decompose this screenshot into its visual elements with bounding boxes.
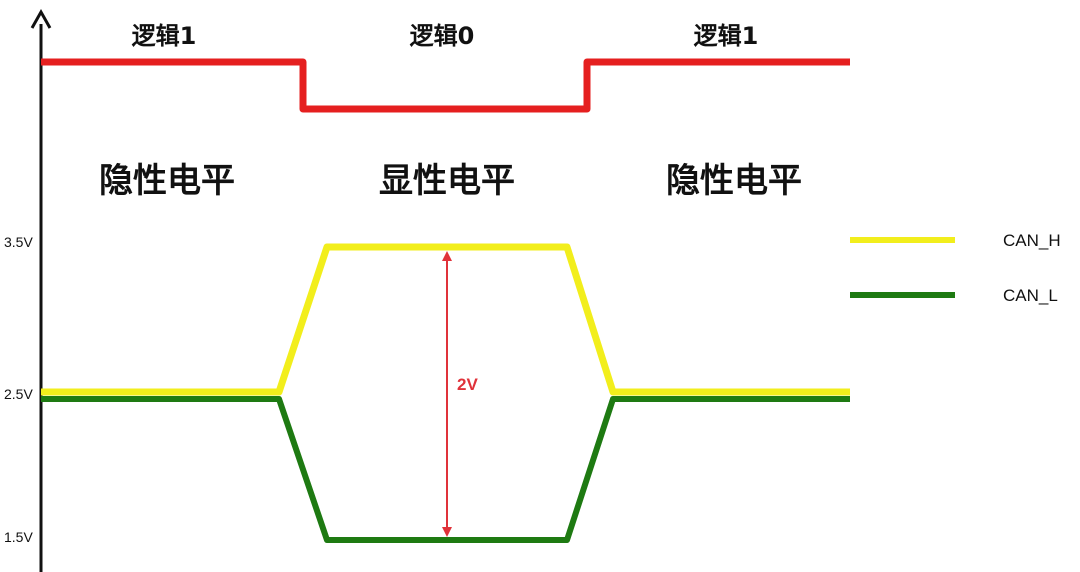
- tick-label-2-5v: 2.5V: [4, 386, 33, 402]
- tick-label-1-5v: 1.5V: [4, 529, 33, 545]
- difference-label: 2V: [457, 375, 478, 394]
- logic-signal-line: [41, 58, 850, 113]
- level-label-dominant: 显性电平: [379, 161, 515, 201]
- y-axis-arrow-icon: [30, 8, 52, 29]
- can-h-signal-line: [41, 243, 850, 396]
- level-label-recessive-left: 隐性电平: [99, 161, 235, 201]
- legend-label-can-h: CAN_H: [1003, 231, 1061, 250]
- tick-label-3-5v: 3.5V: [4, 234, 33, 250]
- legend-label-can-l: CAN_L: [1003, 286, 1058, 305]
- logic-label-right: 逻辑1: [694, 22, 759, 50]
- level-label-recessive-right: 隐性电平: [666, 161, 802, 201]
- logic-label-left: 逻辑1: [132, 22, 197, 50]
- can-l-signal-line: [41, 396, 850, 543]
- logic-label-middle: 逻辑0: [410, 22, 475, 50]
